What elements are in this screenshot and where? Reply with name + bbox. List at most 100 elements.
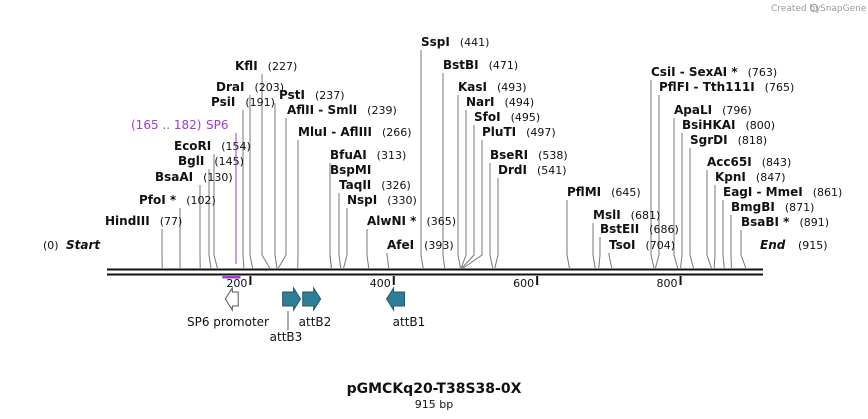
site-position-bsihkai: (800) xyxy=(746,119,776,132)
site-position-csii-sexai-star: (763) xyxy=(748,66,778,79)
site-label-bsaai: BsaAI xyxy=(155,170,193,184)
feature-label-sp6-promoter: SP6 promoter xyxy=(187,315,269,329)
site-label-bseri: BseRI xyxy=(490,148,528,162)
site-label-acc65i: Acc65I xyxy=(707,155,752,169)
site-label-end: End xyxy=(760,238,786,252)
site-position-bsaai: (130) xyxy=(203,171,233,184)
site-position-acc65i: (843) xyxy=(762,156,792,169)
site-line-drai xyxy=(249,95,254,269)
site-line-eagi-mmei xyxy=(722,200,725,269)
site-position-tsoi: (704) xyxy=(645,239,675,252)
site-line-apali xyxy=(673,118,679,269)
site-label-msli: MslI xyxy=(593,208,621,222)
site-label-sfoi: SfoI xyxy=(474,110,501,124)
site-label-psti: PstI xyxy=(279,88,305,102)
site-position-bgli: (145) xyxy=(214,155,244,168)
sequence-backbone xyxy=(107,268,763,276)
site-label-taqii: TaqII xyxy=(339,178,371,192)
site-line-psii xyxy=(242,110,245,269)
site-label-pluti: PluTI xyxy=(482,125,516,139)
site-line-kpni xyxy=(713,185,716,269)
site-label-pflfi-tth111i: PflFI - Tth111I xyxy=(659,80,755,94)
site-label-bgli: BglI xyxy=(178,154,204,168)
site-label-csii-sexai-star: CsiI - SexAI * xyxy=(651,65,738,79)
site-label-kpni: KpnI xyxy=(715,170,746,184)
site-line-bsabi-star xyxy=(740,230,747,269)
site-position-pflmi: (645) xyxy=(611,186,641,199)
site-label-kasi: KasI xyxy=(458,80,487,94)
site-label-kfli: KflI xyxy=(235,59,258,73)
site-position-afei: (393) xyxy=(424,239,454,252)
site-position-start: (0) xyxy=(43,239,59,252)
site-position-end: (915) xyxy=(798,239,828,252)
site-line-acc65i xyxy=(706,170,712,269)
site-position-bsabi-star: (891) xyxy=(799,216,829,229)
site-position-pflfi-tth111i: (765) xyxy=(765,81,795,94)
site-position-drai: (203) xyxy=(254,81,284,94)
site-line-ecori xyxy=(213,154,218,269)
site-line-kasi xyxy=(457,95,461,269)
site-line-alwni-star xyxy=(366,229,370,269)
site-label-pfoi-star: PfoI * xyxy=(139,193,177,207)
site-label-bfuai: BfuAI xyxy=(330,148,367,162)
feature-label-attb3: attB3 xyxy=(270,330,303,344)
site-line-nari xyxy=(460,110,467,269)
site-position-psti: (237) xyxy=(315,89,345,102)
site-position-sspi: (441) xyxy=(460,36,490,49)
feature-arrow-attb2 xyxy=(302,286,322,312)
site-position-alwni-star: (365) xyxy=(426,215,456,228)
site-position-drdi: (541) xyxy=(537,164,567,177)
site-line-sspi xyxy=(420,50,424,269)
feature-arrow-attb1 xyxy=(386,286,406,312)
site-line-kfli xyxy=(261,74,271,269)
site-position-nspi: (330) xyxy=(387,194,417,207)
site-position-sgrdi: (818) xyxy=(738,134,768,147)
site-label-alwni-star: AlwNI * xyxy=(367,214,417,228)
site-label-apali: ApaLI xyxy=(674,103,712,117)
site-position-psii: (191) xyxy=(245,96,275,109)
site-line-sfoi xyxy=(461,125,475,269)
site-position-sfoi: (495) xyxy=(511,111,541,124)
site-line-bspmi xyxy=(329,178,332,269)
created-by-text: Created by xyxy=(771,4,821,14)
site-line-csii-sexai-star xyxy=(650,80,655,269)
snapgene-branding: Created by SnapGene xyxy=(771,4,867,14)
site-label-sgrdi: SgrDI xyxy=(690,133,728,147)
site-label-aflii-smli: AflII - SmlI xyxy=(287,103,357,117)
ruler-label: 800 xyxy=(657,277,678,290)
site-label-ecori: EcoRI xyxy=(174,139,211,153)
feature-arrow-sp6-promoter xyxy=(224,286,239,312)
site-label-bstbi: BstBI xyxy=(443,58,479,72)
site-line-bsteii xyxy=(598,237,601,269)
site-position-mlui-afliii: (266) xyxy=(382,126,412,139)
site-label-tsoi: TsoI xyxy=(609,238,635,252)
site-position-nari: (494) xyxy=(505,96,535,109)
site-label-sspi: SspI xyxy=(421,35,450,49)
plasmid-length: 915 bp xyxy=(415,398,453,411)
site-line-pluti xyxy=(463,140,483,269)
site-line-pflfi-tth111i xyxy=(654,95,660,269)
site-label-mlui-afliii: MluI - AflIII xyxy=(298,125,372,139)
ruler-label: 400 xyxy=(370,277,391,290)
site-label-bsabi-star: BsaBI * xyxy=(741,215,790,229)
feature-label-attb1: attB1 xyxy=(393,315,426,329)
site-label-eagi-mmei: EagI - MmeI xyxy=(723,185,803,199)
site-position-pfoi-star: (102) xyxy=(186,194,216,207)
site-position-taqii: (326) xyxy=(381,179,411,192)
site-line-msli xyxy=(592,223,596,269)
site-label-afei: AfeI xyxy=(387,238,414,252)
site-line-pflmi xyxy=(566,200,570,269)
site-position-bstbi: (471) xyxy=(489,59,519,72)
ruler-label: 600 xyxy=(513,277,534,290)
site-label-drai: DraI xyxy=(216,80,244,94)
primer-binding-bar xyxy=(222,276,241,279)
site-label-drdi: DrdI xyxy=(498,163,527,177)
site-line-bsihkai xyxy=(680,133,683,269)
snapgene-logo-icon xyxy=(810,4,818,12)
site-position-eagi-mmei: (861) xyxy=(813,186,843,199)
plasmid-name: pGMCKq20-T38S38-0X xyxy=(347,381,522,397)
site-position-bfuai: (313) xyxy=(377,149,407,162)
site-position-kasi: (493) xyxy=(497,81,527,94)
